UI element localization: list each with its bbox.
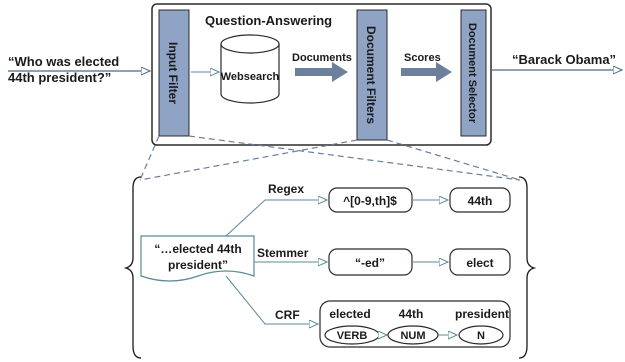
stemmer-pattern-box <box>328 248 413 276</box>
scores-arrow <box>401 62 452 82</box>
regex-connector <box>225 200 327 237</box>
crf-tag-n-oval <box>458 325 504 345</box>
crf-tag-num: NUM <box>400 330 425 342</box>
regex-label: Regex <box>268 182 304 196</box>
fragment-line-1: “…elected 44th <box>154 242 241 256</box>
stemmer-result: elect <box>466 256 493 270</box>
zoom-line-left-2 <box>139 139 358 181</box>
document-selector-box <box>460 9 487 137</box>
zoom-line-right <box>188 135 521 181</box>
crf-label: CRF <box>275 308 300 322</box>
document-filters-label: Document Filters <box>364 26 378 124</box>
regex-result-box <box>449 187 511 213</box>
input-filter-label: Input Filter <box>166 42 180 104</box>
text-fragment-shape <box>140 235 255 282</box>
input-query-line-1: “Who was elected <box>8 54 119 69</box>
crf-word-44th: 44th <box>399 307 424 321</box>
input-query-line-2: 44th president?” <box>8 70 111 85</box>
documents-label: Documents <box>292 52 352 64</box>
input-filter-box <box>158 9 190 137</box>
crf-tag-n: N <box>477 330 485 342</box>
fragment-line-2: president” <box>168 258 228 272</box>
websearch-database: Websearch <box>220 34 280 104</box>
websearch-label: Websearch <box>221 71 280 83</box>
scores-label: Scores <box>404 52 441 64</box>
documents-arrow <box>295 62 348 82</box>
document-selector-label: Document Selector <box>466 23 478 124</box>
crf-connector <box>225 275 318 324</box>
stemmer-pattern: “-ed” <box>355 256 385 270</box>
zoom-line-left <box>139 135 160 181</box>
crf-tag-verb: VERB <box>337 330 368 342</box>
left-brace <box>123 176 142 359</box>
crf-word-president: president <box>455 307 509 321</box>
regex-pattern: ^[0-9,th]$ <box>343 194 397 208</box>
right-brace <box>518 176 537 359</box>
document-filters-box <box>356 9 388 141</box>
regex-result: 44th <box>468 194 493 208</box>
regex-pattern-box <box>328 187 413 213</box>
stemmer-label: Stemmer <box>257 246 309 260</box>
stemmer-result-box <box>449 248 511 276</box>
zoom-line-right-2 <box>386 139 521 181</box>
crf-word-elected: elected <box>329 307 370 321</box>
output-answer: “Barack Obama” <box>512 52 616 67</box>
qa-title: Question-Answering <box>205 13 332 28</box>
